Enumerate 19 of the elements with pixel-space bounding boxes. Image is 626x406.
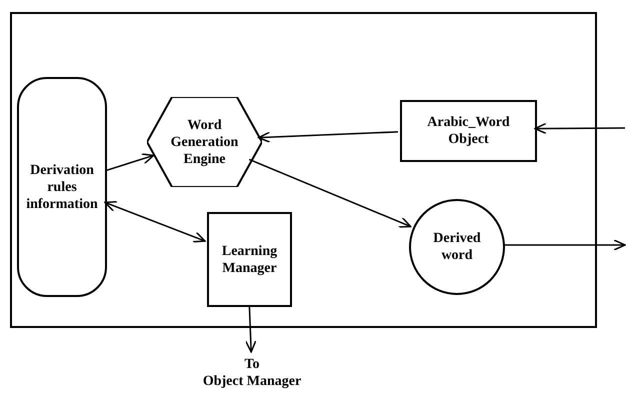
process-hexagon (147, 97, 262, 187)
arrow (248, 158, 412, 228)
node-label: Arabic_Word Object (426, 114, 511, 148)
system-boundary-box (10, 12, 597, 328)
node-label: To (243, 356, 261, 373)
arrow (258, 131, 398, 143)
data-store-box (17, 77, 107, 297)
object-box (400, 100, 537, 162)
arrow (104, 153, 154, 172)
node-label: Derived word (432, 230, 482, 264)
arrow (104, 200, 206, 243)
node-label: Derivation rules information (25, 162, 99, 212)
arrow (503, 239, 626, 251)
arrow (534, 122, 625, 134)
node-label: Learning Manager (220, 242, 278, 276)
arrow (245, 304, 256, 353)
node-label: Word Generation Engine (170, 116, 240, 168)
manager-box (207, 212, 292, 307)
node-label: Object Manager (202, 373, 302, 390)
